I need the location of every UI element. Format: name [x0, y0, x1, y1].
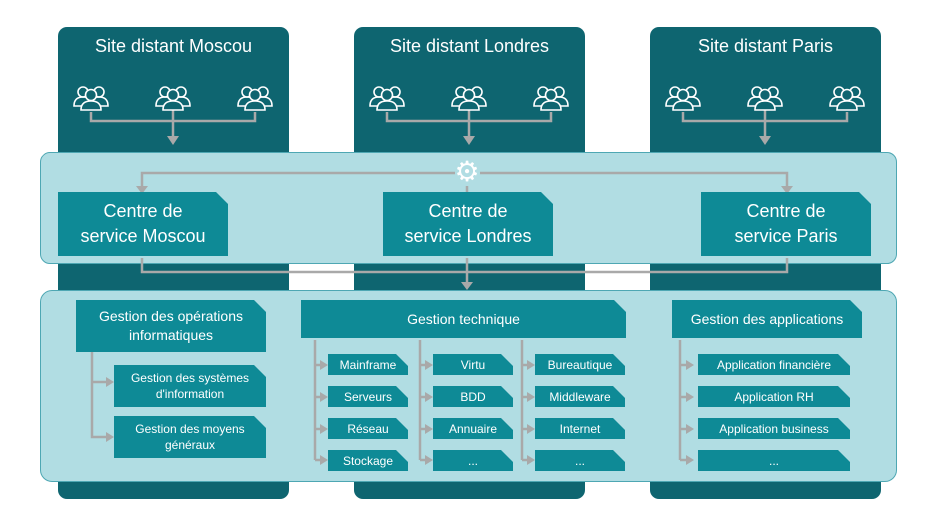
center-londres[interactable]: Centre de service Londres: [383, 192, 553, 256]
apps-title: Gestion des applications: [690, 310, 844, 327]
apps-item-label: ...: [768, 453, 779, 468]
site-paris-title: Site distant Paris: [697, 36, 834, 56]
tech-item[interactable]: BDD: [433, 386, 513, 407]
tech-item[interactable]: Virtu: [433, 354, 513, 375]
tech-item[interactable]: ...: [433, 450, 513, 471]
gear-icon: ⚙: [454, 156, 480, 187]
users-group-icon: [73, 86, 865, 111]
tech-item-label: ...: [574, 453, 585, 468]
center-moscou[interactable]: Centre de service Moscou: [58, 192, 228, 256]
tech-item-label: Virtu: [460, 357, 486, 372]
ops-sub-si-line1: Gestion des systèmes: [130, 371, 250, 385]
tech-header[interactable]: Gestion technique: [301, 300, 626, 338]
center-moscou-line2: service Moscou: [80, 226, 206, 246]
tech-item-label: Réseau: [347, 421, 389, 436]
ops-title-line2: informatiques: [128, 327, 214, 343]
ops-sub-si-line2: d'information: [155, 387, 225, 401]
tech-item[interactable]: Serveurs: [328, 386, 408, 407]
tech-item-label: Mainframe: [339, 357, 397, 372]
tech-item-label: Bureautique: [547, 357, 613, 372]
ops-title-line1: Gestion des opérations: [99, 308, 243, 324]
top-connectors: [73, 86, 865, 145]
ops-sub-moyens[interactable]: Gestion des moyens généraux: [114, 416, 266, 458]
tech-item[interactable]: Annuaire: [433, 418, 513, 439]
apps-item[interactable]: Application financière: [698, 354, 850, 375]
center-londres-line2: service Londres: [404, 226, 532, 246]
apps-item-label: Application business: [719, 421, 829, 436]
ops-header[interactable]: Gestion des opérations informatiques: [76, 300, 266, 352]
center-paris[interactable]: Centre de service Paris: [701, 192, 871, 256]
site-moscou-title: Site distant Moscou: [94, 36, 253, 56]
tech-item-label: Annuaire: [448, 421, 498, 436]
tech-item-label: BDD: [460, 389, 486, 404]
tech-item[interactable]: ...: [535, 450, 625, 471]
apps-header[interactable]: Gestion des applications: [672, 300, 862, 338]
tech-title: Gestion technique: [407, 310, 520, 327]
tech-item-label: Middleware: [549, 389, 611, 404]
tech-item[interactable]: Bureautique: [535, 354, 625, 375]
tech-item[interactable]: Réseau: [328, 418, 408, 439]
apps-item-label: Application RH: [734, 389, 814, 404]
ops-sub-si[interactable]: Gestion des systèmes d'information: [114, 365, 266, 407]
ops-sub-moyens-line2: généraux: [164, 438, 216, 452]
apps-item[interactable]: Application business: [698, 418, 850, 439]
apps-item-label: Application financière: [716, 357, 832, 372]
center-londres-line1: Centre de: [428, 201, 508, 221]
tech-item[interactable]: Internet: [535, 418, 625, 439]
tech-item-label: Stockage: [342, 453, 394, 468]
ops-sub-moyens-line1: Gestion des moyens: [135, 422, 245, 436]
tech-item-label: Internet: [559, 421, 601, 436]
tech-item[interactable]: Stockage: [328, 450, 408, 471]
band2-connectors: [90, 340, 694, 465]
tech-item[interactable]: Middleware: [535, 386, 625, 407]
tech-item-label: Serveurs: [343, 389, 393, 404]
apps-item[interactable]: ...: [698, 450, 850, 471]
tech-item-label: ...: [467, 453, 478, 468]
center-paris-line1: Centre de: [746, 201, 826, 221]
apps-item[interactable]: Application RH: [698, 386, 850, 407]
site-londres-title: Site distant Londres: [389, 36, 550, 56]
center-moscou-line1: Centre de: [103, 201, 183, 221]
center-paris-line2: service Paris: [734, 226, 838, 246]
tech-item[interactable]: Mainframe: [328, 354, 408, 375]
